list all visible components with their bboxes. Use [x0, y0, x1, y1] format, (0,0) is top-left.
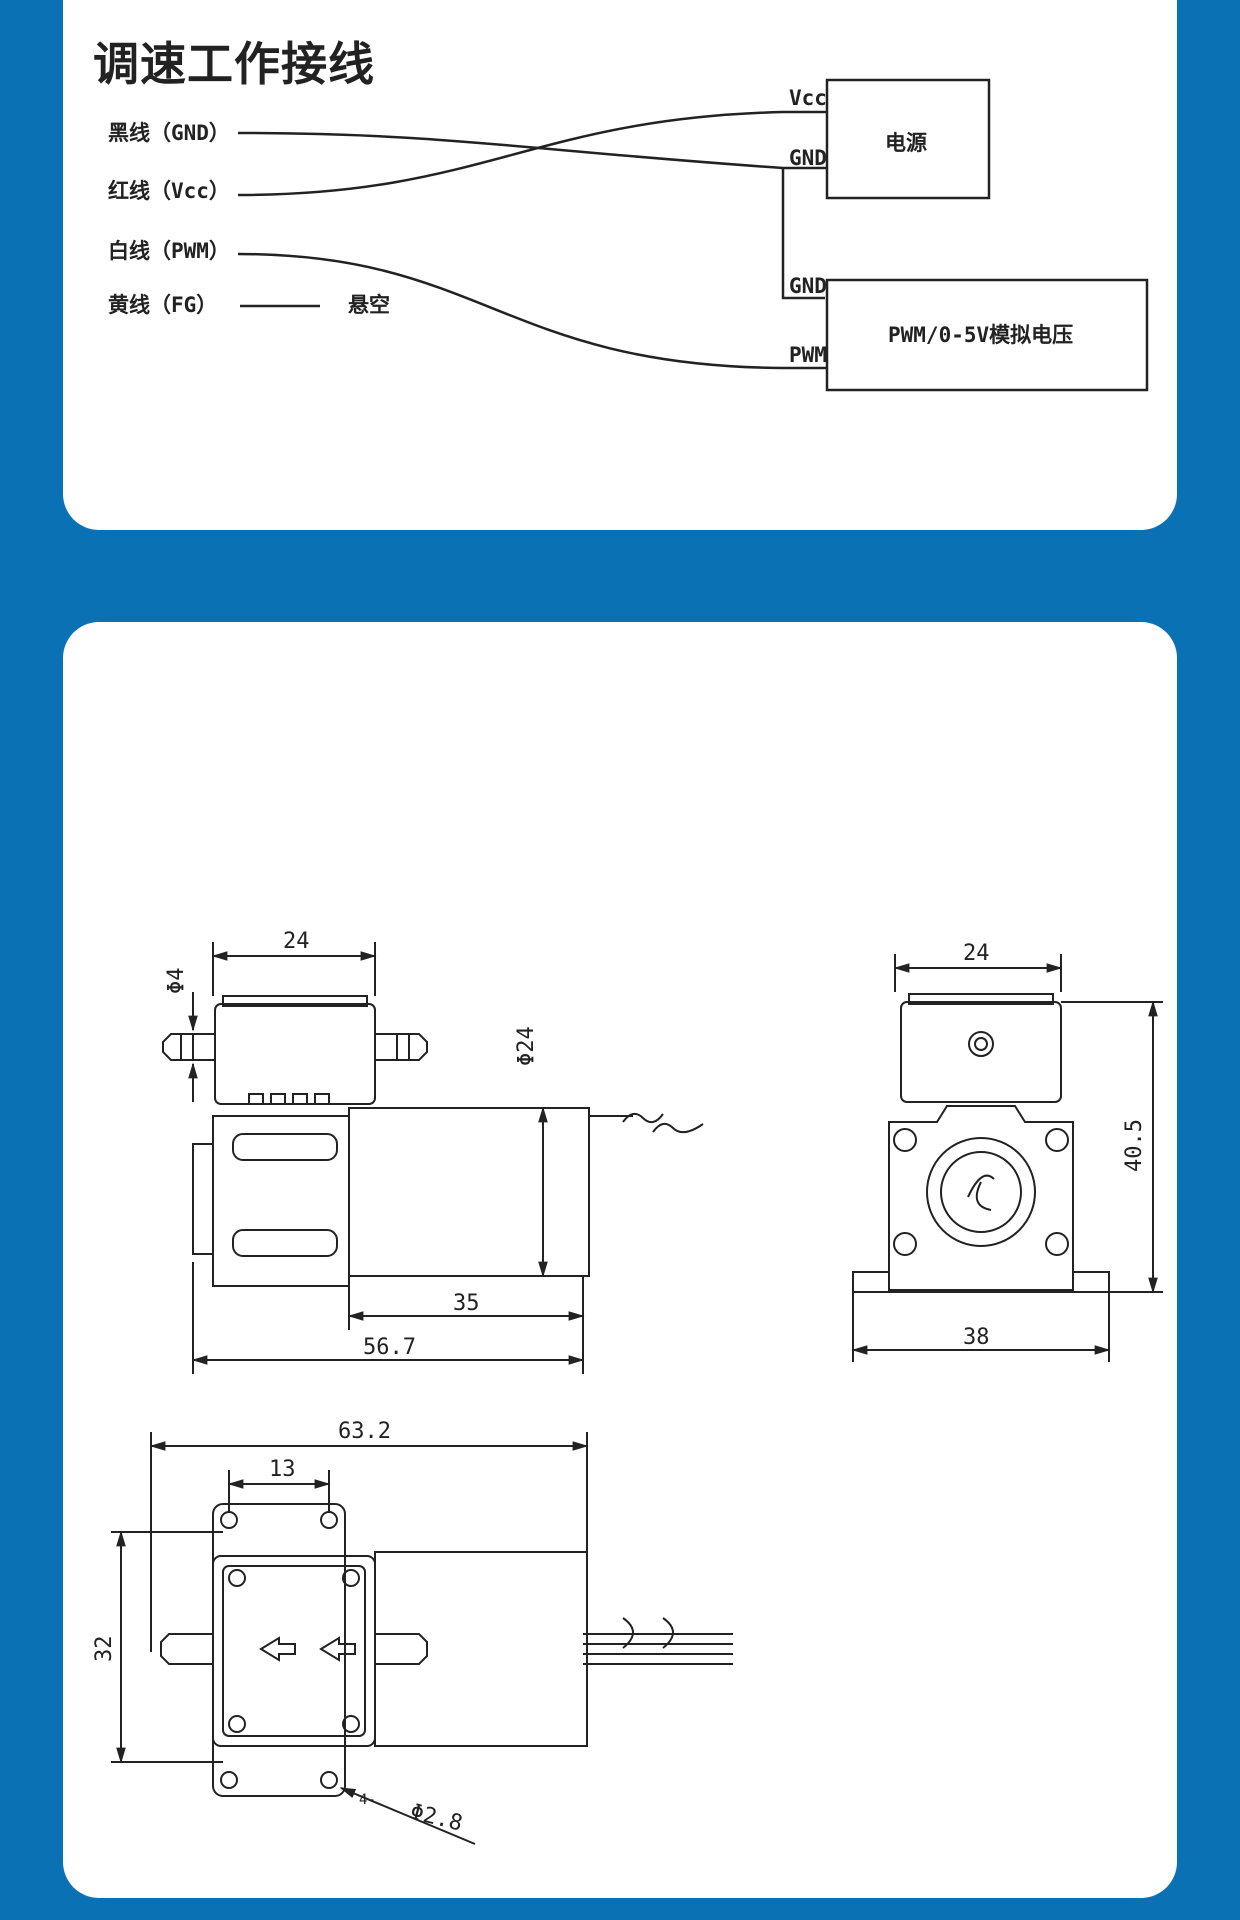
signal-box-label: PWM/0-5V模拟电压 [888, 323, 1073, 347]
wire-black [237, 131, 784, 170]
top-view [111, 1432, 733, 1845]
top-total-len-label: 63.2 [338, 1419, 391, 1444]
side-motor-d-label: Φ24 [514, 1026, 539, 1066]
wiring-card: 调速工作接线 黑线（GND） 红线（Vcc） 白线（PWM） 黄线（FG） 悬空… [63, 0, 1177, 530]
wiring-diagram: 黑线（GND） 红线（Vcc） 白线（PWM） 黄线（FG） 悬空 Vcc GN… [108, 78, 1149, 392]
side-motor-len-label: 35 [453, 1291, 480, 1316]
dimension-drawing: 24 Φ4 Φ24 35 56.7 24 40.5 38 [92, 929, 1163, 1845]
wire-gnd-link [781, 168, 825, 300]
power-box-label: 电源 [885, 131, 927, 155]
front-width-label: 24 [963, 941, 990, 966]
signal-pin-gnd: GND [789, 274, 827, 298]
front-view [851, 954, 1163, 1362]
power-pin-gnd: GND [789, 146, 827, 170]
wire-white [237, 252, 784, 370]
wire-label-white: 白线（PWM） [108, 239, 230, 263]
wiring-title: 调速工作接线 [93, 37, 375, 91]
side-width-label: 24 [283, 929, 310, 954]
side-view [162, 942, 704, 1374]
top-hole-d-label: Φ2.8 [408, 1800, 465, 1837]
front-base-label: 38 [963, 1325, 990, 1350]
side-inlet-label: Φ4 [164, 968, 189, 995]
front-height-label: 40.5 [1122, 1119, 1147, 1172]
float-label: 悬空 [348, 293, 390, 317]
top-height-label: 32 [92, 1636, 117, 1663]
signal-pin-pwm: PWM [789, 343, 827, 367]
wire-label-red: 红线（Vcc） [108, 179, 230, 203]
signal-box [825, 278, 1149, 392]
wire-label-yellow: 黄线（FG） [108, 293, 217, 317]
top-hole-count-label: 4- [359, 1792, 376, 1808]
side-total-len-label: 56.7 [363, 1335, 416, 1360]
top-hole-spacing-label: 13 [269, 1457, 296, 1482]
dimensions-card: 24 Φ4 Φ24 35 56.7 24 40.5 38 [63, 622, 1177, 1898]
power-box [825, 78, 991, 200]
power-pin-vcc: Vcc [789, 86, 827, 110]
wire-label-black: 黑线（GND） [108, 121, 230, 145]
wire-red [237, 110, 784, 197]
